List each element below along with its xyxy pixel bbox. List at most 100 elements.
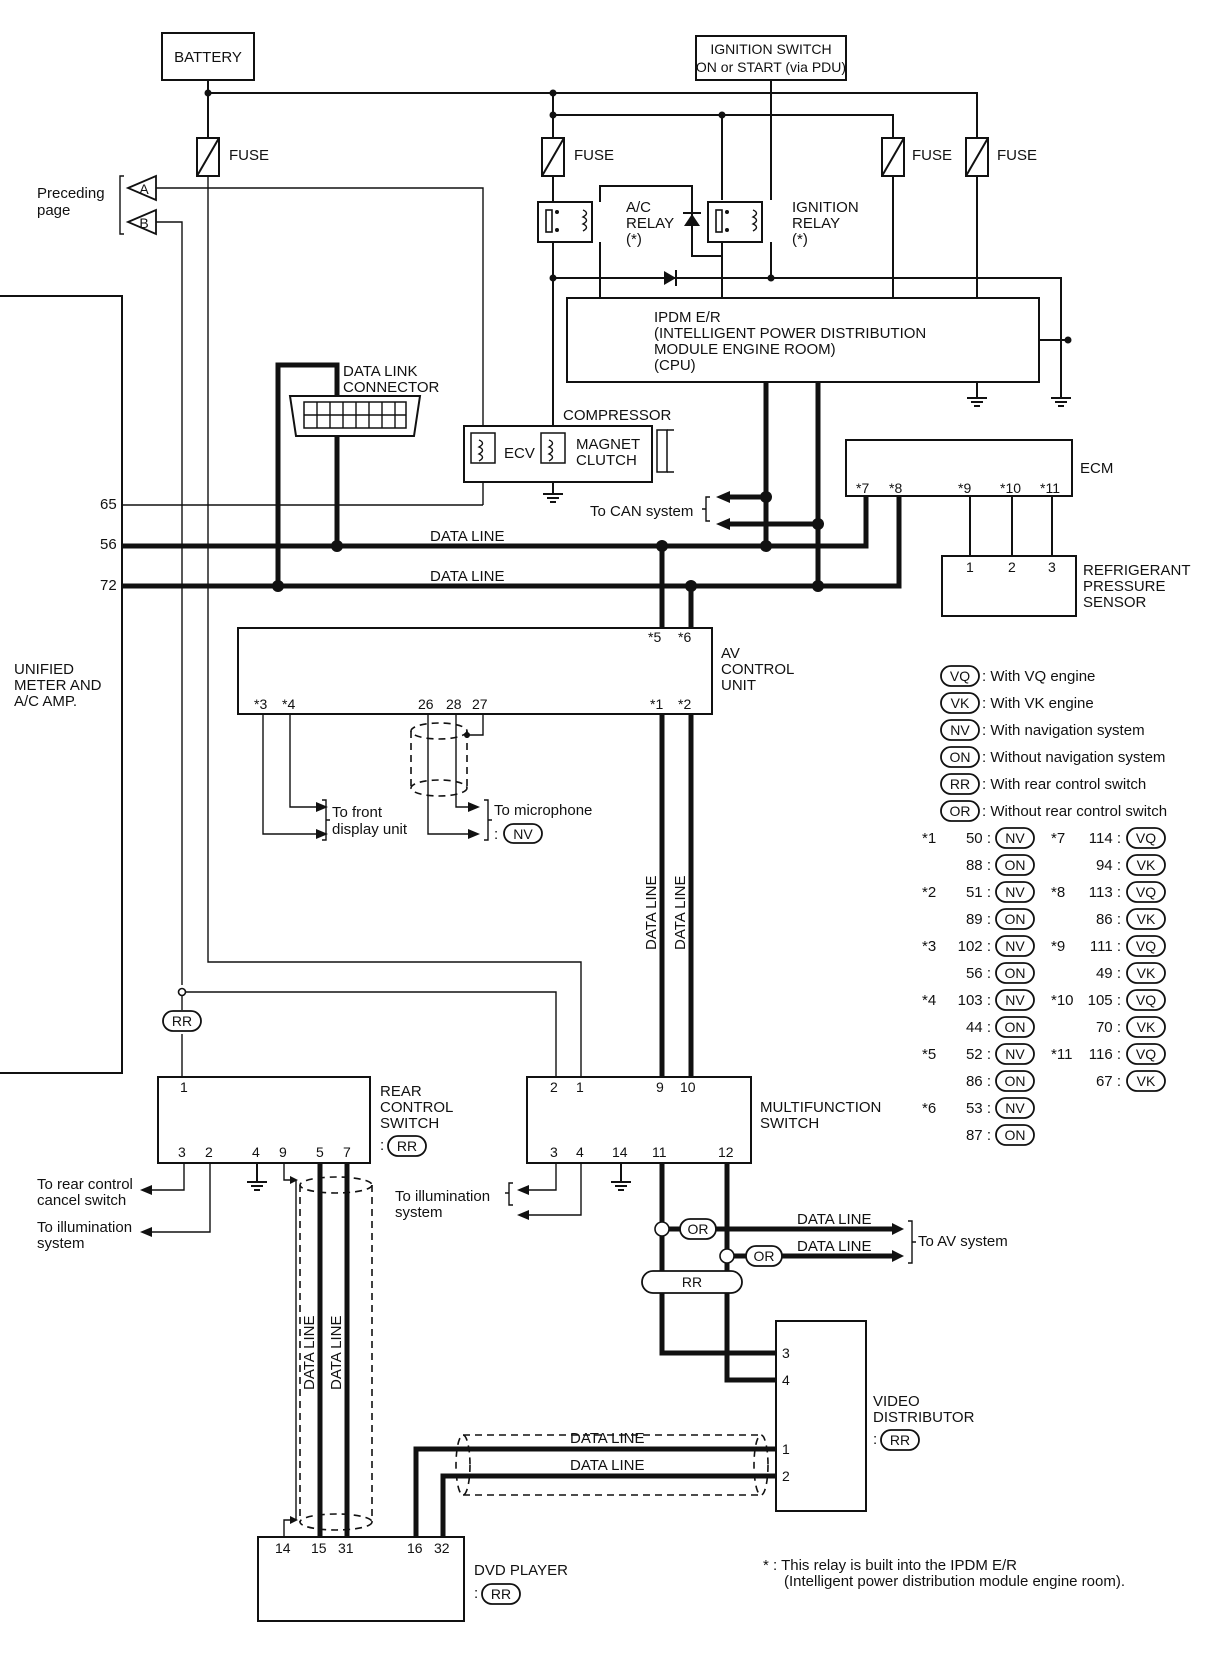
svg-text:31: 31 (338, 1540, 354, 1556)
svg-text:9: 9 (279, 1144, 287, 1160)
connector-b-icon: B (125, 208, 157, 236)
data-line-label: DATA LINE (797, 1238, 871, 1255)
svg-text:111 :: 111 : (1090, 938, 1121, 955)
on-badge: ON (940, 746, 980, 768)
pin-table-row: 87 :ON (966, 1124, 1035, 1146)
svg-text::: : (380, 1137, 384, 1154)
svg-text:*3: *3 (922, 938, 936, 955)
vq-badge: VQ (1126, 827, 1166, 849)
svg-text:NV: NV (1005, 1046, 1025, 1062)
svg-text:15: 15 (311, 1540, 327, 1556)
svg-text:OR: OR (688, 1221, 709, 1237)
to-microphone-label: To microphone (494, 802, 592, 819)
ground-icon (247, 1181, 267, 1191)
svg-text:88 :: 88 : (966, 857, 991, 874)
vq-badge: VQ (1126, 935, 1166, 957)
legend-text: : With rear control switch (982, 776, 1146, 793)
svg-text:*3: *3 (254, 696, 267, 712)
or-badge: OR (679, 1218, 717, 1240)
unified-label-2: METER AND (14, 677, 102, 694)
ignition-switch-label-1: IGNITION SWITCH (710, 41, 831, 57)
svg-text:VK: VK (1137, 965, 1156, 981)
svg-text:VQ: VQ (1136, 992, 1156, 1008)
svg-text:RR: RR (682, 1274, 702, 1290)
svg-text:2: 2 (1008, 559, 1016, 575)
svg-text:52 :: 52 : (966, 1046, 991, 1063)
svg-text:ON: ON (1005, 1019, 1026, 1035)
svg-text:49 :: 49 : (1096, 965, 1121, 982)
svg-text:4: 4 (782, 1372, 790, 1388)
unified-label-1: UNIFIED (14, 661, 74, 678)
svg-text:11: 11 (652, 1144, 667, 1160)
svg-text:CONTROL: CONTROL (380, 1099, 453, 1116)
svg-text:DATA LINK: DATA LINK (343, 363, 417, 380)
on-badge: ON (995, 1016, 1035, 1038)
svg-text:SENSOR: SENSOR (1083, 594, 1147, 611)
svg-text:44 :: 44 : (966, 1019, 991, 1036)
svg-text:*8: *8 (889, 480, 902, 496)
svg-text:ON: ON (1005, 1127, 1026, 1143)
rr-badge: RR (387, 1135, 427, 1157)
svg-text:*8: *8 (1051, 884, 1065, 901)
svg-text:VQ: VQ (1136, 830, 1156, 846)
svg-text:102 :: 102 : (958, 938, 991, 955)
svg-text:26: 26 (418, 696, 434, 712)
svg-text:51 :: 51 : (966, 884, 991, 901)
ground-icon (967, 397, 987, 407)
svg-text:86 :: 86 : (966, 1073, 991, 1090)
svg-text:*6: *6 (922, 1100, 936, 1117)
svg-text:ON: ON (950, 749, 971, 765)
ignition-relay-label-3: (*) (792, 231, 808, 248)
svg-text::: : (474, 1585, 478, 1602)
svg-text:Preceding: Preceding (37, 185, 105, 202)
ground-icon (543, 493, 563, 503)
fuse-ipdm-2: FUSE (965, 137, 1037, 177)
svg-text:27: 27 (472, 696, 488, 712)
svg-text:SWITCH: SWITCH (760, 1115, 819, 1132)
to-can-system-label: To CAN system (590, 503, 693, 520)
svg-text:70 :: 70 : (1096, 1019, 1121, 1036)
legend-text: : With navigation system (982, 722, 1145, 739)
svg-text:*9: *9 (1051, 938, 1065, 955)
fuse-battery: FUSE (196, 137, 269, 177)
data-line-label: DATA LINE (430, 528, 504, 545)
svg-text:28: 28 (446, 696, 462, 712)
ground-icon (611, 1181, 631, 1191)
pin-table-row: 89 : ON (966, 908, 1035, 930)
rr-badge: RR (162, 1010, 202, 1032)
data-line-label: DATA LINE (797, 1211, 871, 1228)
svg-text:NV: NV (1005, 884, 1025, 900)
ignition-relay-label-2: RELAY (792, 215, 840, 232)
data-link-connector: DATA LINK CONNECTOR (288, 363, 440, 437)
svg-text:COMPRESSOR: COMPRESSOR (563, 407, 672, 424)
svg-text:*6: *6 (678, 629, 691, 645)
pin-table-row: 94 :VK (1096, 854, 1166, 876)
svg-text:VK: VK (1137, 1073, 1156, 1089)
data-line-label: DATA LINE (570, 1430, 644, 1447)
svg-text:ON: ON (1005, 911, 1026, 927)
svg-text:3: 3 (1048, 559, 1056, 575)
svg-text:*7: *7 (856, 480, 869, 496)
svg-text:system: system (37, 1235, 85, 1252)
fuse-label: FUSE (574, 147, 614, 164)
svg-text:89 :: 89 : (966, 911, 991, 928)
svg-text:3: 3 (178, 1144, 186, 1160)
vk-badge: VK (940, 692, 980, 714)
svg-text:116 :: 116 : (1089, 1046, 1121, 1063)
svg-text:32: 32 (434, 1540, 450, 1556)
svg-text:DVD PLAYER: DVD PLAYER (474, 1562, 568, 1579)
rear-control-switch: 1 3 2 4 9 5 7 REAR CONTROL SWITCH : (157, 1076, 453, 1164)
data-line-label: DATA LINE (328, 1316, 345, 1390)
legend-text: : Without navigation system (982, 749, 1165, 766)
unified-pin-65: 65 (100, 496, 117, 513)
svg-text:1: 1 (180, 1079, 188, 1095)
svg-text:VIDEO: VIDEO (873, 1393, 920, 1410)
svg-text:7: 7 (343, 1144, 351, 1160)
vk-badge: VK (1126, 854, 1166, 876)
